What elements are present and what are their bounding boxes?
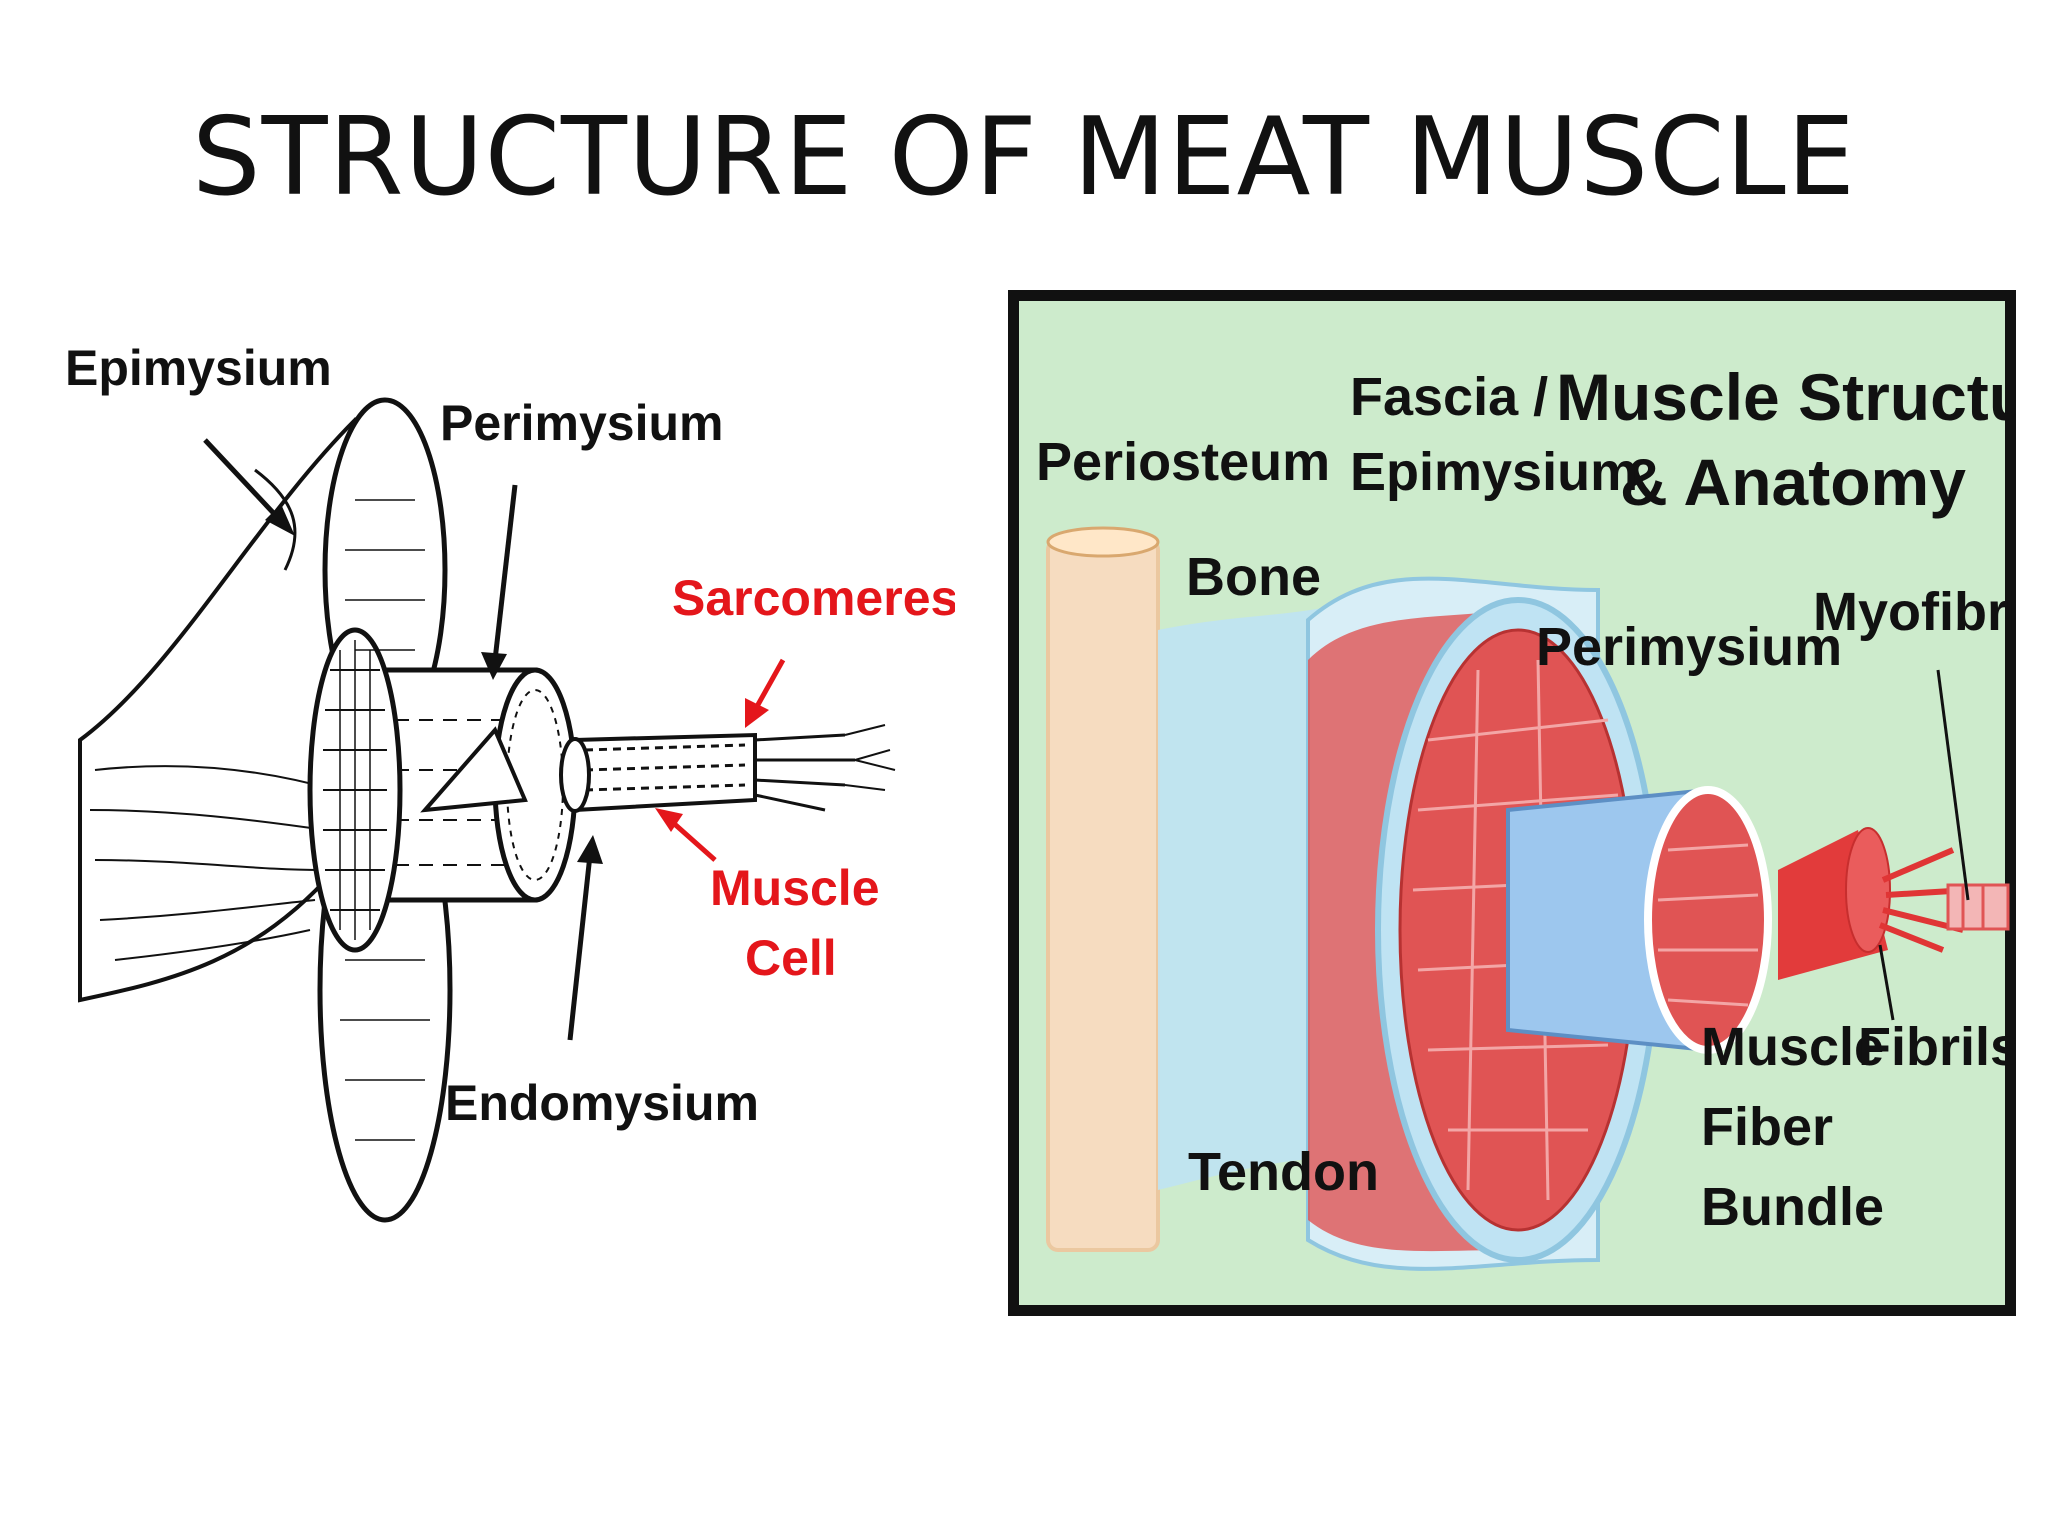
label-tendon: Tendon (1188, 1142, 1379, 1202)
label-fascia-line2: Epimysium (1350, 442, 1638, 502)
label-fascia-line1: Fascia / (1350, 367, 1548, 427)
label-epimysium: Epimysium (65, 340, 332, 396)
label-bone: Bone (1186, 547, 1321, 607)
label-myofibril: Myofibril (1813, 582, 2016, 642)
panel-title-line2: & Anatomy (1620, 445, 1966, 519)
label-periosteum: Periosteum (1036, 432, 1330, 492)
label-perimysium: Perimysium (440, 395, 723, 451)
label-fiber-bundle-line2: Fiber (1701, 1097, 1833, 1157)
panel-title-line1: Muscle Structure (1556, 360, 2016, 434)
slide-title: STRUCTURE OF MEAT MUSCLE (192, 95, 1856, 220)
muscle-layers-illustration: Epimysium Perimysium Sarcomeres Muscle C… (65, 340, 955, 1223)
label-perimysium-right: Perimysium (1536, 617, 1842, 677)
label-fiber-bundle-line3: Bundle (1701, 1177, 1884, 1237)
muscle-anatomy-panel: Muscle Structure & Anatomy Periosteum Fa… (1008, 290, 2016, 1316)
label-fiber-bundle-line1: Muscle (1701, 1017, 1884, 1077)
label-endomysium: Endomysium (445, 1075, 759, 1131)
label-muscle-cell-line1: Muscle (710, 860, 880, 916)
label-sarcomeres: Sarcomeres (672, 570, 955, 626)
label-muscle-cell-line2: Cell (745, 930, 837, 986)
label-fibrils: Fibrils (1858, 1017, 2016, 1077)
